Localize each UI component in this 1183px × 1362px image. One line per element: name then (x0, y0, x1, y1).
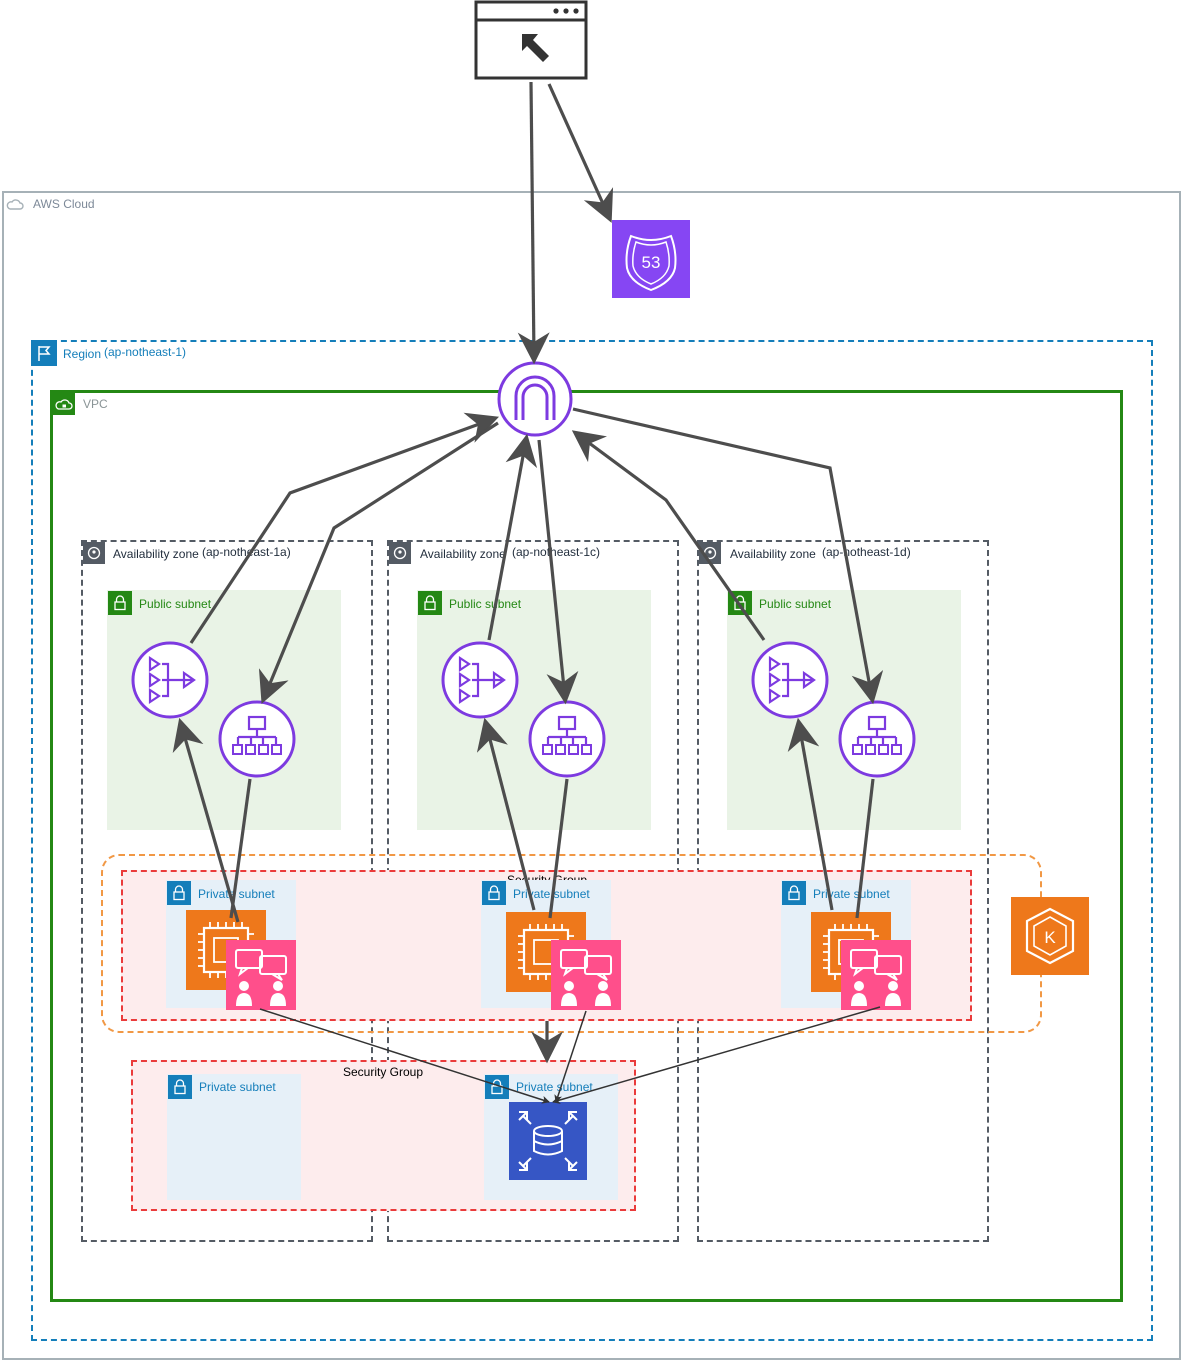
arrow-nat-1c-to-igw (487, 433, 538, 641)
vpc-label: VPC (83, 397, 108, 411)
az-pin-icon (83, 542, 105, 564)
region-flag-icon (31, 340, 57, 366)
load-balancer-icon[interactable] (218, 700, 296, 778)
arrow-pod-1d-to-nat (787, 717, 834, 911)
public-subnet-label: Public subnet (759, 597, 832, 611)
region-label: Region (63, 347, 102, 361)
region-group (31, 340, 1153, 1341)
arrow-pod-1c-to-nat (476, 717, 536, 911)
vpc-cloud-lock-icon (53, 393, 75, 415)
private-subnet-label: Private subnet (198, 887, 275, 901)
arrow-nat-1d-to-igw (571, 430, 766, 641)
link-pod-1c-to-rds (554, 1010, 587, 1103)
lock-icon (168, 1075, 192, 1099)
nat-gateway-icon[interactable] (751, 641, 829, 719)
route53-number: 53 (642, 253, 661, 272)
arrow-igw-to-alb-1d (572, 407, 884, 705)
public-subnet-label: Public subnet (139, 597, 212, 611)
arrow-igw-to-alb-1a (258, 421, 499, 704)
az-label: Availability zone (730, 547, 816, 561)
private-subnet-label: Private subnet (199, 1080, 276, 1094)
az-name: (ap-notheast-1a) (202, 545, 291, 559)
arrow-browser-to-igw (517, 81, 550, 365)
eks-pod-icon[interactable] (841, 940, 911, 1010)
az-name: (ap-notheast-1c) (512, 545, 601, 559)
eks-letter: K (1044, 928, 1056, 947)
load-balancer-icon[interactable] (528, 700, 606, 778)
vpc-group (50, 390, 1123, 1302)
eks-pod-icon[interactable] (551, 940, 621, 1010)
lock-icon (485, 1075, 509, 1099)
private-subnet-label: Private subnet (813, 887, 890, 901)
arrow-alb-to-pod-1d (855, 778, 875, 919)
arrow-nat-1a-to-igw (189, 412, 500, 644)
region-name: (ap-notheast-1) (104, 345, 187, 359)
lock-icon (782, 881, 806, 905)
browser-window-icon[interactable] (474, 0, 588, 80)
lock-icon (167, 881, 191, 905)
az-pin-icon (389, 542, 411, 564)
eks-pod-icon[interactable] (226, 940, 296, 1010)
cloud-icon (4, 193, 26, 215)
nat-gateway-icon[interactable] (441, 641, 519, 719)
az-label: Availability zone (113, 547, 199, 561)
route53-icon[interactable]: 53 (612, 220, 690, 298)
eks-icon[interactable]: K (1011, 897, 1089, 975)
arrow-igw-to-alb-1c (537, 439, 579, 705)
private-subnet-label: Private subnet (516, 1080, 593, 1094)
az-pin-icon (699, 542, 721, 564)
lock-icon (482, 881, 506, 905)
lock-icon (108, 591, 132, 615)
az-label: Availability zone (420, 547, 506, 561)
link-pod-1a-to-rds (259, 1008, 550, 1104)
arrow-alb-to-pod-1c (548, 778, 569, 919)
db-security-group-label: Security Group (343, 1065, 424, 1079)
aws-cloud-label: AWS Cloud (33, 197, 95, 211)
nat-gateway-icon[interactable] (131, 641, 209, 719)
lock-icon (418, 591, 442, 615)
rds-database-icon[interactable] (509, 1102, 587, 1180)
public-subnet-label: Public subnet (449, 597, 522, 611)
arrow-alb-to-pod-1a (229, 778, 252, 919)
link-pod-1d-to-rds (552, 1006, 881, 1104)
arrow-pod-1a-to-nat (172, 717, 240, 923)
arrow-browser-to-route53 (547, 83, 614, 223)
